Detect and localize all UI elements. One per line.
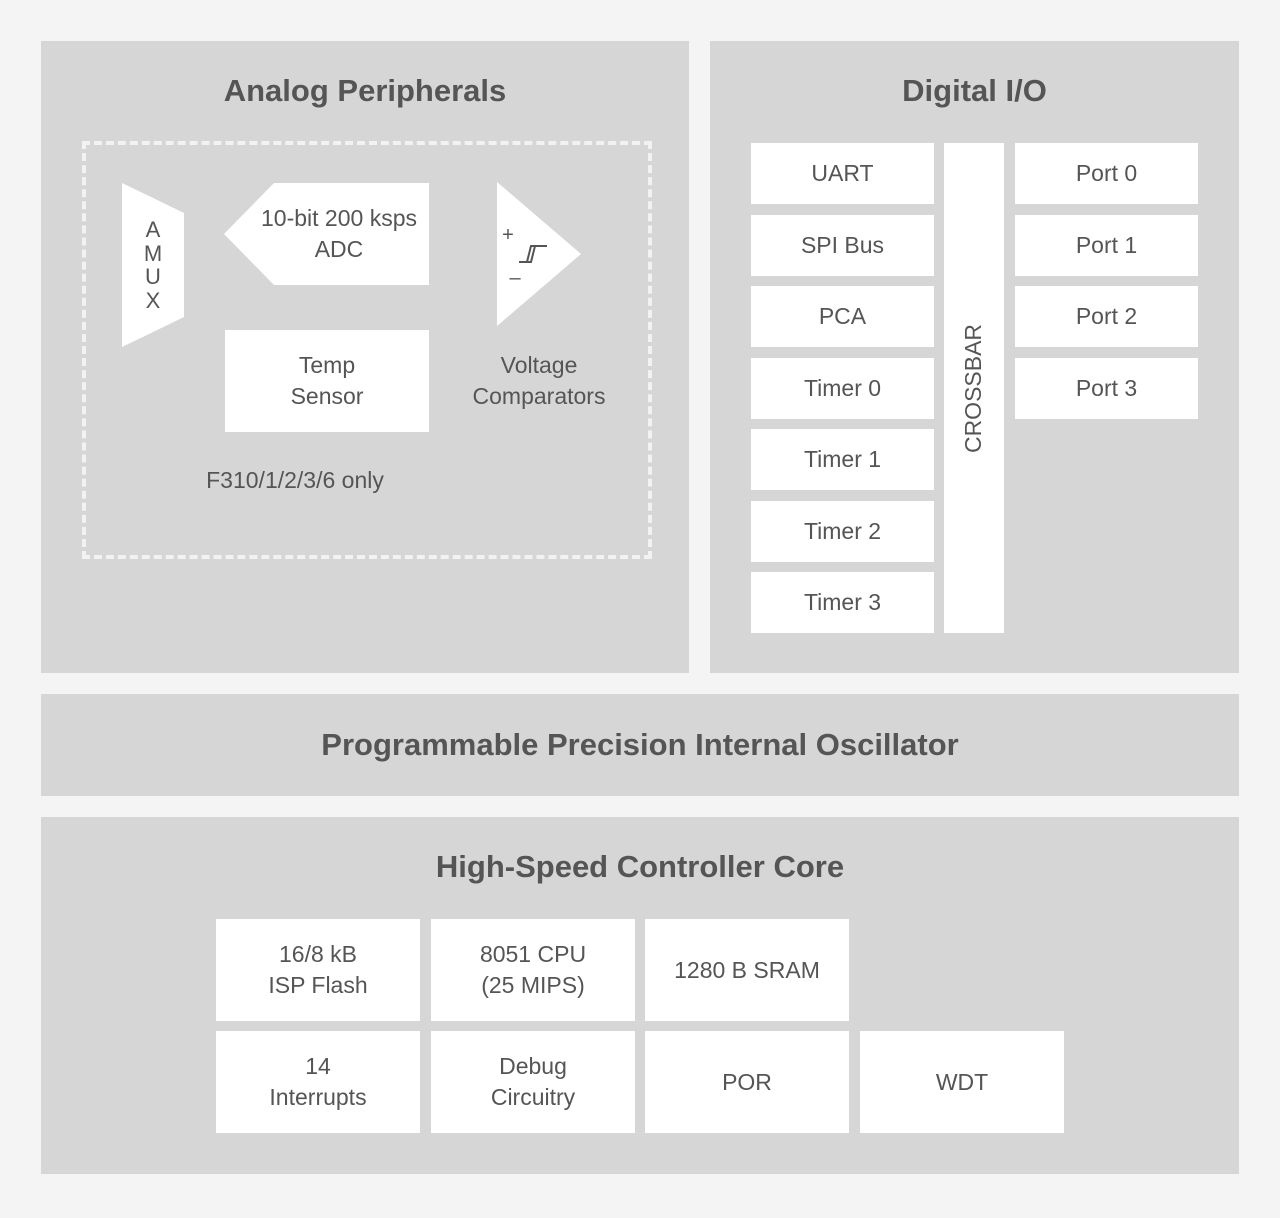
digital-io-panel: Digital I/O UART SPI Bus PCA Timer 0 Tim… [710, 41, 1239, 673]
hysteresis-icon [519, 245, 547, 263]
adc-shape [224, 183, 429, 285]
variant-note: F310/1/2/3/6 only [206, 467, 384, 493]
peripheral-uart: UART [751, 143, 934, 204]
peripheral-timer-1: Timer 1 [751, 429, 934, 490]
port-0: Port 0 [1015, 143, 1198, 204]
core-isp-flash: 16/8 kB ISP Flash [216, 919, 420, 1021]
port-1: Port 1 [1015, 215, 1198, 276]
peripheral-spi-bus: SPI Bus [751, 215, 934, 276]
voltage-comparators-label: Voltage Comparators [472, 352, 606, 409]
adc-label: 10-bit 200 ksps ADC [261, 205, 417, 262]
amux-letter-a: A [146, 217, 161, 242]
peripheral-timer-3: Timer 3 [751, 572, 934, 633]
core-wdt: WDT [860, 1031, 1064, 1133]
core-sram: 1280 B SRAM [645, 919, 849, 1021]
port-2: Port 2 [1015, 286, 1198, 347]
amux-letter-u: U [145, 264, 161, 289]
comparator-minus-sign: – [509, 267, 521, 289]
voltage-comparator-symbol: + – [497, 182, 581, 326]
controller-core-panel: High-Speed Controller Core 16/8 kB ISP F… [41, 817, 1239, 1174]
analog-peripherals-panel: Analog Peripherals A M U X 10-bit 200 ks… [41, 41, 689, 673]
peripheral-pca: PCA [751, 286, 934, 347]
crossbar-block: CROSSBAR [944, 143, 1004, 633]
amux-letter-m: M [144, 241, 162, 266]
amux-block: A M U X [122, 183, 184, 347]
oscillator-panel: Programmable Precision Internal Oscillat… [41, 694, 1239, 796]
crossbar-label: CROSSBAR [960, 323, 987, 453]
temp-sensor-block: Temp Sensor [225, 330, 429, 432]
core-debug-circuitry: Debug Circuitry [431, 1031, 635, 1133]
comparator-plus-sign: + [502, 224, 514, 246]
core-8051-cpu: 8051 CPU (25 MIPS) [431, 919, 635, 1021]
core-por: POR [645, 1031, 849, 1133]
optional-features-boundary [82, 141, 652, 559]
controller-core-title: High-Speed Controller Core [435, 849, 845, 884]
core-interrupts: 14 Interrupts [216, 1031, 420, 1133]
peripheral-timer-2: Timer 2 [751, 501, 934, 562]
oscillator-title: Programmable Precision Internal Oscillat… [321, 727, 959, 762]
analog-peripherals-title: Analog Peripherals [223, 73, 507, 108]
amux-letter-x: X [146, 288, 161, 313]
digital-io-title: Digital I/O [902, 73, 1047, 108]
temp-sensor-label: Temp Sensor [290, 352, 364, 409]
port-3: Port 3 [1015, 358, 1198, 419]
peripheral-timer-0: Timer 0 [751, 358, 934, 419]
